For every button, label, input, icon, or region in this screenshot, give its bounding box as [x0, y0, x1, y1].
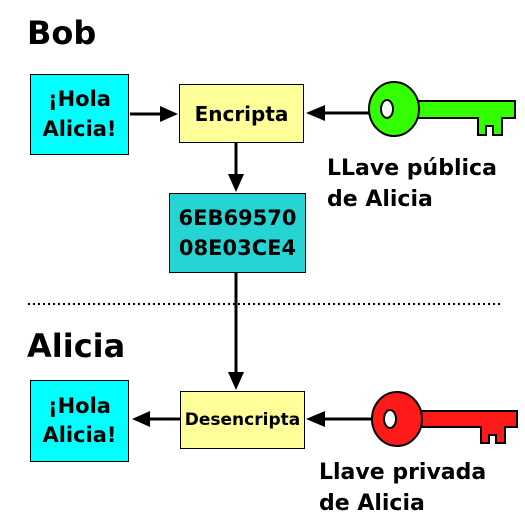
section-title-bob: Bob [27, 14, 97, 52]
decrypted-message-box: ¡Hola Alicia! [30, 380, 129, 462]
plaintext-line: ¡Hola [48, 393, 111, 418]
key-icon [371, 391, 518, 447]
public-key-label: LLave pública de Alicia [327, 153, 497, 215]
ciphertext-line: 6EB69570 [178, 205, 297, 230]
private-key-label-line: de Alicia [319, 491, 425, 516]
section-title-alicia: Alicia [27, 327, 126, 365]
decrypt-label: Desencripta [184, 410, 301, 430]
plaintext-line: ¡Hola [48, 87, 111, 112]
encrypt-label: Encripta [194, 101, 289, 126]
ciphertext-box: 6EB69570 08E03CE4 [169, 193, 306, 273]
public-key-label-line: de Alicia [327, 187, 433, 212]
arrowhead-publickey [306, 105, 325, 121]
private-key-label: Llave privada de Alicia [319, 457, 486, 519]
arrowhead-decrypt-input [228, 372, 244, 390]
arrowhead-encrypt-input [160, 106, 178, 122]
public-key-label-line: LLave pública [327, 156, 497, 181]
decrypt-box: Desencripta [180, 391, 305, 449]
arrowhead-plaintext-output [132, 411, 150, 427]
ciphertext-line: 08E03CE4 [178, 236, 297, 260]
plaintext-line: Alicia! [42, 423, 117, 447]
plaintext-line: Alicia! [42, 116, 117, 141]
encrypt-box: Encripta [179, 84, 304, 143]
plaintext-message-box: ¡Hola Alicia! [30, 74, 129, 155]
private-key-label-line: Llave privada [319, 460, 487, 485]
arrowhead-privatekey [306, 411, 325, 427]
key-icon [368, 81, 516, 137]
arrowhead-ciphertext [228, 174, 244, 192]
